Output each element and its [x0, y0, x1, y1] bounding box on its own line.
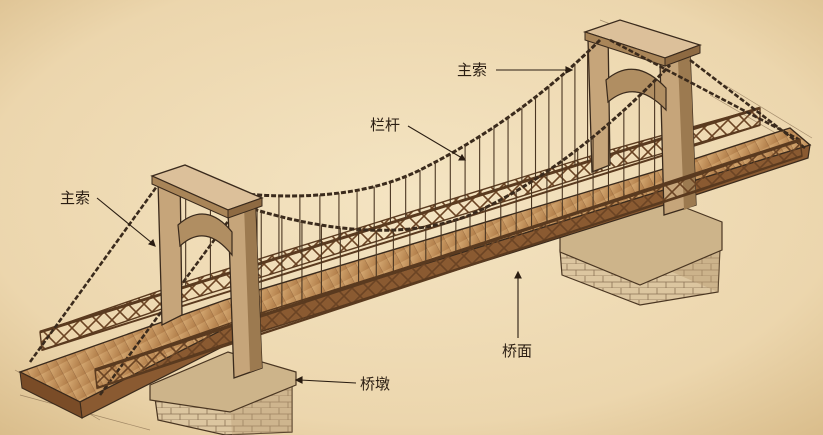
label-pier: 桥墩 — [360, 375, 390, 393]
leader-railing — [407, 125, 463, 159]
leader-main-cable-left — [96, 197, 153, 244]
near-railing — [94, 138, 803, 390]
leader-lines — [96, 66, 574, 384]
label-main-cable-right: 主索 — [457, 61, 487, 79]
label-main-cable-left: 主索 — [60, 189, 90, 207]
leader-pier — [299, 379, 357, 384]
label-railing: 栏杆 — [370, 116, 400, 134]
near-tower — [150, 164, 264, 379]
label-deck: 桥面 — [502, 342, 532, 360]
